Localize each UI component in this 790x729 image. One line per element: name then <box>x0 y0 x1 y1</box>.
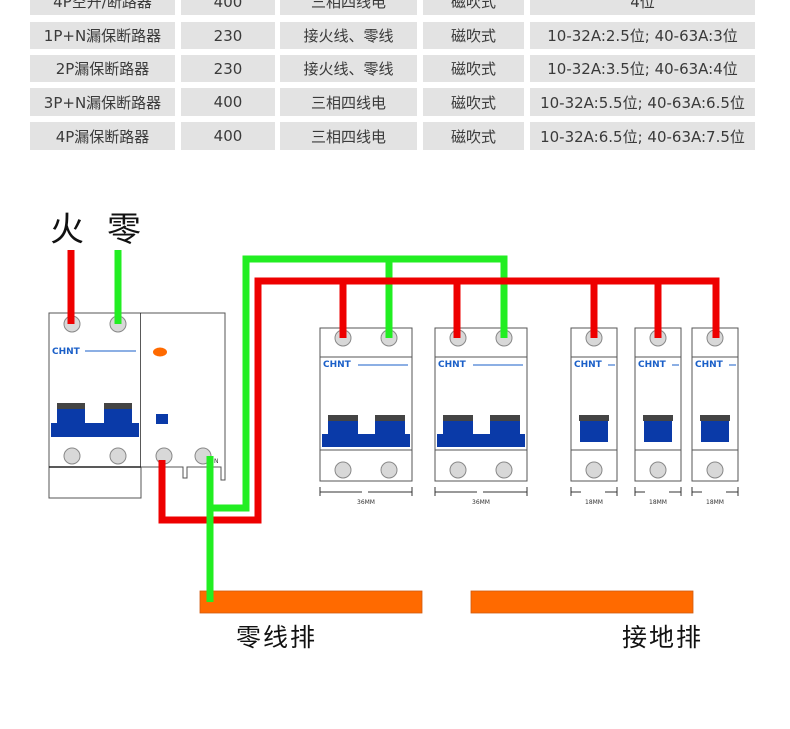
switch-handle <box>328 415 358 421</box>
switch-toggle <box>644 421 672 442</box>
switch-toggle <box>322 421 410 447</box>
branch-breaker-2p <box>319 327 413 496</box>
table-cell-wiring: 接火线、零线 <box>280 55 417 82</box>
neutral-distribution-wire <box>210 255 508 512</box>
switch-handle <box>375 415 405 421</box>
terminal-screw <box>380 461 398 479</box>
live-label: 火 <box>50 210 84 250</box>
width-label: 36MM <box>472 499 490 506</box>
switch-toggle <box>437 421 525 447</box>
table-cell-wiring: 三相四线电 <box>280 122 417 150</box>
branch-breaker-1p <box>691 327 739 496</box>
dimension-line <box>434 487 528 496</box>
test-button <box>156 414 168 424</box>
table-cell-wiring: 三相四线电 <box>280 0 417 15</box>
terminal-n-label: N <box>214 458 219 465</box>
dimension-line <box>634 487 682 496</box>
width-label: 18MM <box>585 499 603 506</box>
switch-handle <box>643 415 673 421</box>
table-cell-type: 1P+N漏保断路器 <box>30 22 175 49</box>
branch-breaker-1p-body <box>570 327 618 482</box>
leakage-module-body <box>141 312 226 481</box>
table-cell-width: 4位 <box>530 0 755 15</box>
table-cell-width: 10-32A:2.5位; 40-63A:3位 <box>530 22 755 49</box>
table-cell-wiring: 三相四线电 <box>280 88 417 116</box>
switch-handle <box>443 415 473 421</box>
table-cell-wiring: 接火线、零线 <box>280 22 417 49</box>
neutral-bar-label: 零线排 <box>236 623 318 652</box>
neutral-label: 零 <box>107 210 141 250</box>
terminal-screw <box>334 461 352 479</box>
branch-breaker-2p-body <box>434 327 528 482</box>
brand-logo: CHNT <box>638 360 667 370</box>
table-cell-arc-extinguish: 磁吹式 <box>423 0 524 15</box>
width-label: 18MM <box>706 499 724 506</box>
table-cell-voltage: 400 <box>181 88 275 116</box>
brand-logo: CHNT <box>695 360 724 370</box>
switch-handle <box>104 403 132 409</box>
table-cell-voltage: 230 <box>181 22 275 49</box>
terminal-screw <box>495 461 513 479</box>
terminal-screw <box>449 461 467 479</box>
leakage-module <box>141 312 226 481</box>
brand-logo: CHNT <box>438 360 467 370</box>
switch-handle <box>490 415 520 421</box>
dimension-line <box>319 487 413 496</box>
table-cell-width: 10-32A:3.5位; 40-63A:4位 <box>530 55 755 82</box>
switch-handle <box>579 415 609 421</box>
switch-toggle <box>51 409 139 437</box>
table-cell-arc-extinguish: 磁吹式 <box>423 88 524 116</box>
table-cell-width: 10-32A:5.5位; 40-63A:6.5位 <box>530 88 755 116</box>
width-label: 18MM <box>649 499 667 506</box>
live-distribution-wire <box>158 277 720 524</box>
wiring-diagram: 火 零 零线排 接地排 CHNT N CHNT 36MM CHNT 36MM CHNT 18M… <box>0 160 790 729</box>
table-cell-type: 4P空开/断路器 <box>30 0 175 15</box>
switch-toggle <box>580 421 608 442</box>
neutral-bus-bar <box>199 590 423 614</box>
branch-breaker-1p-body <box>634 327 682 482</box>
table-cell-arc-extinguish: 磁吹式 <box>423 122 524 150</box>
indicator-light <box>153 347 167 357</box>
table-cell-voltage: 400 <box>181 122 275 150</box>
terminal-screw <box>585 461 603 479</box>
switch-handle <box>700 415 730 421</box>
dimension-line <box>570 487 618 496</box>
table-cell-type: 2P漏保断路器 <box>30 55 175 82</box>
table-cell-arc-extinguish: 磁吹式 <box>423 55 524 82</box>
terminal-screw <box>706 461 724 479</box>
width-label: 36MM <box>357 499 375 506</box>
branch-breaker-1p <box>634 327 682 496</box>
switch-handle <box>57 403 85 409</box>
table-cell-arc-extinguish: 磁吹式 <box>423 22 524 49</box>
branch-breaker-2p <box>434 327 528 496</box>
terminal-screw <box>649 461 667 479</box>
branch-breaker-1p-body <box>691 327 739 482</box>
terminal-screw <box>63 447 81 465</box>
terminal-screw <box>109 447 127 465</box>
table-cell-voltage: 400 <box>181 0 275 15</box>
table-cell-width: 10-32A:6.5位; 40-63A:7.5位 <box>530 122 755 150</box>
brand-logo: CHNT <box>574 360 603 370</box>
branch-breaker-1p <box>570 327 618 496</box>
dimension-line <box>691 487 739 496</box>
switch-toggle <box>701 421 729 442</box>
table-cell-type: 3P+N漏保断路器 <box>30 88 175 116</box>
diagram-canvas: CHNT N CHNT 36MM CHNT 36MM CHNT 18MM CHNT 18MM CHN… <box>48 250 739 614</box>
branch-breaker-2p-body <box>319 327 413 482</box>
ground-bar-label: 接地排 <box>622 623 704 652</box>
main-breaker <box>48 312 142 499</box>
ground-bus-bar <box>470 590 694 614</box>
brand-logo: CHNT <box>52 347 81 357</box>
brand-logo: CHNT <box>323 360 352 370</box>
table-cell-type: 4P漏保断路器 <box>30 122 175 150</box>
table-cell-voltage: 230 <box>181 55 275 82</box>
